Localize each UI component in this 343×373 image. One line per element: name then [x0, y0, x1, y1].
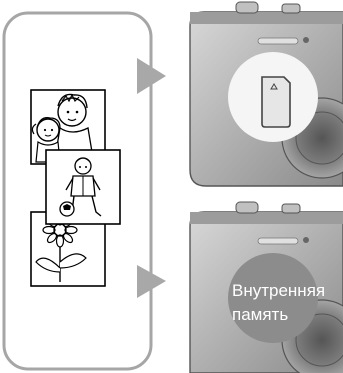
internal-memory-label-line2: память [232, 305, 288, 324]
camera-top [190, 2, 343, 186]
camera-bottom: Внутренняя память [190, 202, 343, 373]
internal-memory-label-line1: Внутренняя [232, 281, 325, 300]
photo-card-soccer [46, 150, 120, 224]
memory-card-icon [262, 77, 290, 127]
